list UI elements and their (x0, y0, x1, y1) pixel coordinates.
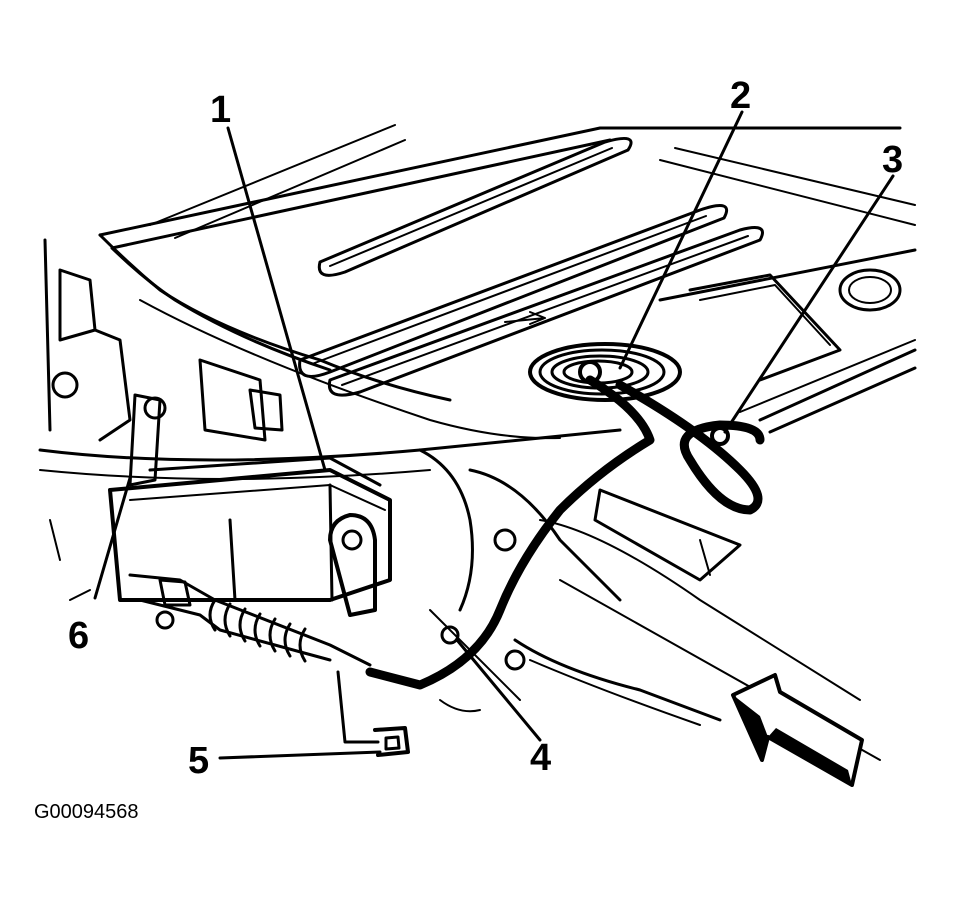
parking-brake-cable (365, 342, 765, 690)
tension-spring (128, 573, 372, 667)
figure-id-label: G00094568 (34, 801, 139, 823)
callout-4: 4 (530, 737, 551, 779)
leader-line-1 (226, 126, 327, 472)
leader-line-5 (218, 750, 382, 760)
callouts: 1 2 3 4 5 6 (68, 75, 903, 782)
leader-line-4 (455, 638, 542, 742)
leader-line-3 (723, 174, 895, 434)
leader-lines (93, 110, 895, 760)
callout-1: 1 (210, 89, 231, 131)
floor-panel (98, 124, 917, 440)
leader-line-5b (336, 670, 380, 744)
callout-5: 5 (188, 740, 209, 782)
leader-line-2 (618, 110, 744, 370)
leader-line-6 (93, 476, 132, 600)
frame-structure (38, 238, 881, 761)
parking-brake-actuator (108, 393, 392, 617)
callout-6: 6 (68, 615, 89, 657)
front-direction-arrow (731, 673, 864, 787)
cable-clip (373, 726, 410, 757)
callout-2: 2 (730, 75, 751, 117)
callout-3: 3 (882, 139, 903, 181)
